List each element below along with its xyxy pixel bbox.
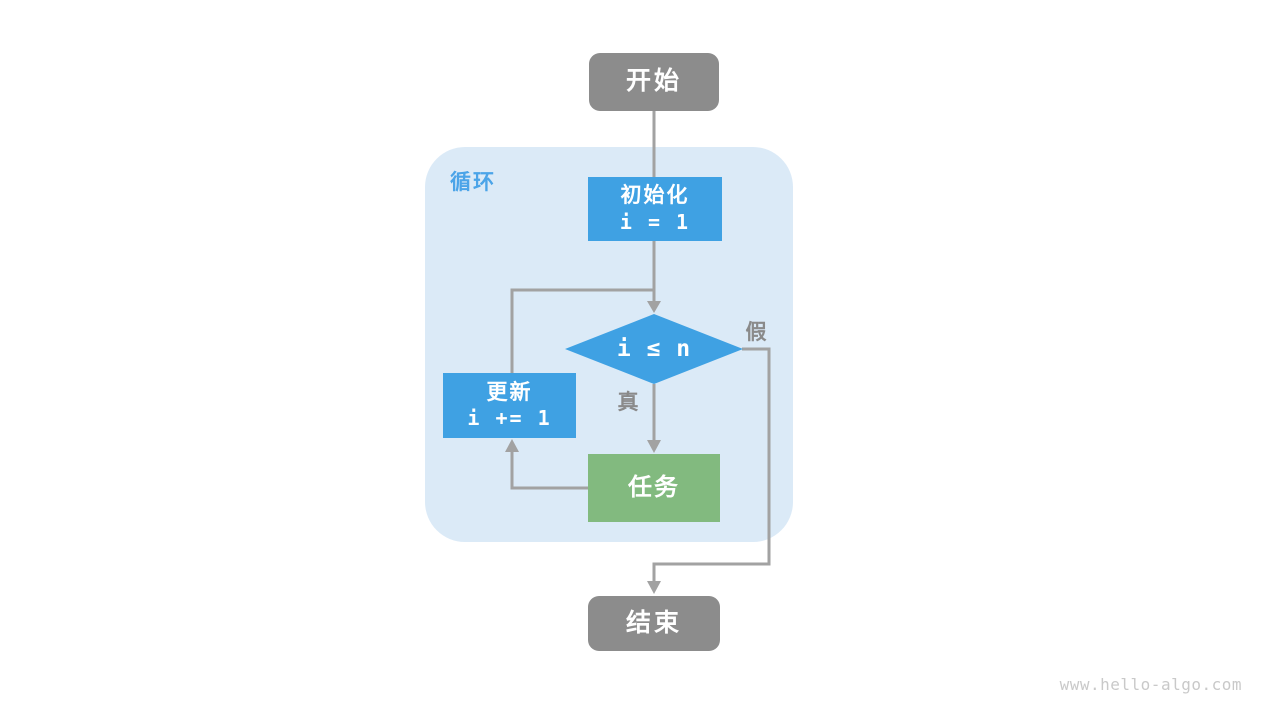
arrowhead-condition-top (647, 301, 661, 313)
watermark: www.hello-algo.com (1059, 675, 1242, 694)
arrowhead-update-bottom (505, 439, 519, 452)
edge-false-branch-to-end (652, 347, 771, 582)
node-start: 开始 (589, 53, 719, 111)
node-end-label: 结束 (625, 608, 682, 637)
node-task-label: 任务 (628, 474, 680, 501)
node-init-label: 初始化 (620, 184, 690, 208)
node-init-code: i = 1 (619, 209, 691, 234)
branch-label-false: 假 (745, 321, 767, 344)
node-condition: i ≤ n (565, 314, 743, 384)
loop-label: 循环 (450, 171, 496, 194)
branch-label-true: 真 (617, 391, 639, 414)
arrowhead-task-top (647, 440, 661, 453)
arrowhead-end-top (647, 581, 661, 594)
node-update: 更新 i += 1 (443, 373, 576, 438)
node-end: 结束 (588, 596, 720, 651)
node-task: 任务 (588, 454, 720, 522)
node-start-label: 开始 (625, 67, 682, 96)
condition-diamond-shape (565, 314, 743, 384)
node-init: 初始化 i = 1 (588, 177, 722, 241)
node-update-label: 更新 (486, 380, 533, 404)
node-condition-label: i ≤ n (616, 336, 692, 362)
edge-task-to-update (510, 452, 588, 490)
node-update-code: i += 1 (467, 406, 552, 431)
edge-update-loopback (510, 288, 654, 373)
